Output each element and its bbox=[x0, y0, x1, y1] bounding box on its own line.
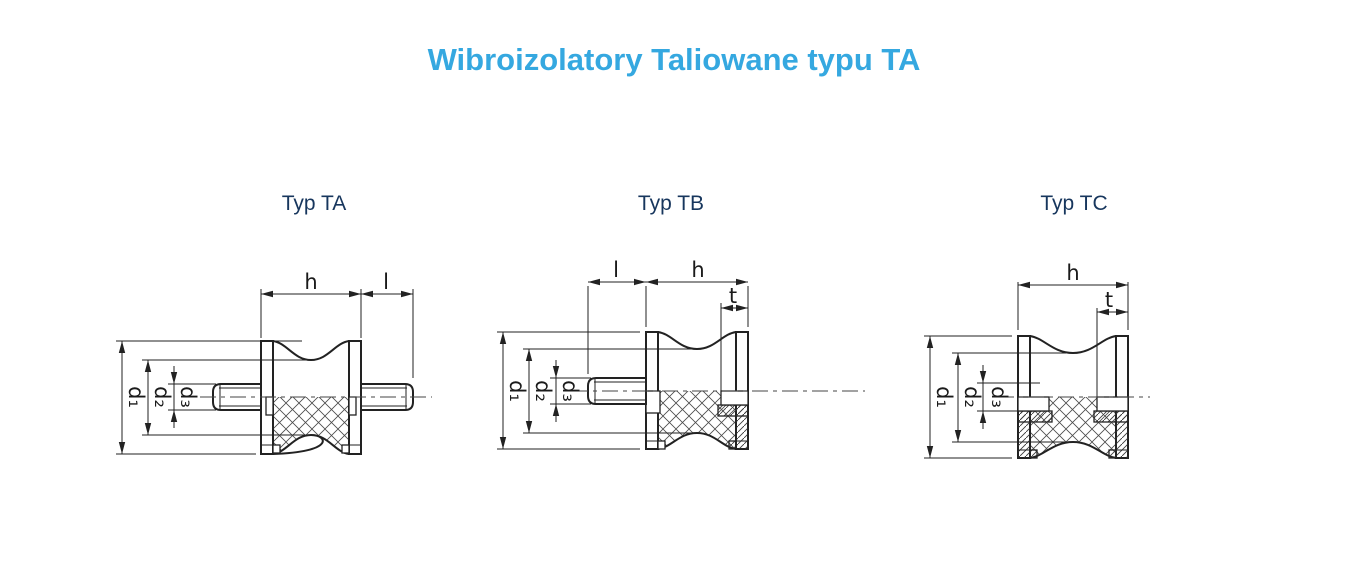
dim-arrow bbox=[349, 290, 361, 298]
isolator-body-tc bbox=[1017, 308, 1129, 459]
dim-arrow bbox=[954, 430, 962, 442]
right-threaded-hole bbox=[720, 390, 749, 406]
isolator-body-tb bbox=[587, 303, 749, 450]
dim-arrow bbox=[552, 404, 560, 416]
rubber-bottom-profile bbox=[1029, 440, 1117, 459]
dim-label-d2-ta: d₂ bbox=[150, 386, 174, 408]
dim-label-d3-tb: d₃ bbox=[558, 380, 582, 402]
dim-arrow bbox=[1116, 308, 1128, 316]
dim-arrow bbox=[736, 304, 748, 312]
dim-arrow bbox=[979, 411, 987, 423]
dim-arrow bbox=[979, 371, 987, 383]
dim-arrow bbox=[525, 349, 533, 361]
left-boss-section bbox=[1017, 410, 1053, 423]
dim-arrow bbox=[261, 290, 273, 298]
dim-arrow bbox=[118, 442, 126, 454]
left-rim-step bbox=[1029, 449, 1038, 459]
left-threaded-hole bbox=[1017, 396, 1050, 412]
rubber-top-profile bbox=[1029, 335, 1117, 355]
dim-label-d3-tc: d₃ bbox=[987, 386, 1011, 408]
left-rim-step bbox=[657, 440, 666, 450]
dim-arrow bbox=[361, 290, 373, 298]
left-stud-thread-lines bbox=[219, 385, 261, 409]
left-plate-hole-section bbox=[265, 396, 274, 416]
dim-label-d1-tb: d₁ bbox=[505, 380, 529, 402]
right-stud-thread-lines bbox=[361, 385, 407, 409]
dim-arrow bbox=[588, 278, 600, 286]
dim-label-d2-tc: d₂ bbox=[960, 386, 984, 408]
dim-label-d1-tc: d₁ bbox=[932, 386, 956, 408]
dim-label-d3-ta: d₃ bbox=[176, 386, 200, 408]
dim-label-l-ta: l bbox=[383, 270, 389, 294]
rubber-top-profile bbox=[657, 331, 737, 351]
rubber-top-profile bbox=[272, 340, 350, 362]
dim-label-h-tb: h bbox=[691, 258, 704, 282]
diagram-label-typ-tb: Typ TB bbox=[637, 192, 705, 215]
right-boss-section bbox=[1093, 410, 1129, 423]
right-boss-section bbox=[717, 404, 749, 417]
dim-label-t-tc: t bbox=[1105, 288, 1113, 312]
dim-arrow bbox=[499, 437, 507, 449]
dim-arrow bbox=[954, 353, 962, 365]
dim-arrow bbox=[525, 421, 533, 433]
dim-arrow bbox=[170, 372, 178, 384]
right-rim-step bbox=[728, 440, 737, 450]
diagram-label-typ-ta: Typ TA bbox=[281, 192, 347, 215]
diagram-label-typ-tc: Typ TC bbox=[1040, 192, 1108, 215]
rubber-bottom-profile bbox=[272, 433, 350, 455]
dim-arrow bbox=[144, 360, 152, 372]
dim-label-l-tb: l bbox=[613, 258, 619, 282]
right-rim-step bbox=[1108, 449, 1117, 459]
rubber-bottom-profile bbox=[657, 431, 737, 450]
dim-arrow bbox=[552, 366, 560, 378]
dim-arrow bbox=[401, 290, 413, 298]
dim-arrow bbox=[736, 278, 748, 286]
dim-arrow bbox=[646, 278, 658, 286]
dim-arrow bbox=[721, 304, 733, 312]
right-threaded-hole bbox=[1096, 396, 1129, 412]
rubber-section-hatch bbox=[658, 391, 736, 449]
dim-arrow bbox=[1018, 281, 1030, 289]
dim-arrow bbox=[170, 410, 178, 422]
dim-label-h-ta: h bbox=[304, 270, 317, 294]
left-rim-step bbox=[272, 444, 281, 454]
dim-arrow bbox=[634, 278, 646, 286]
dim-arrow bbox=[144, 423, 152, 435]
dim-label-t-tb: t bbox=[729, 284, 737, 308]
dim-label-d1-ta: d₁ bbox=[124, 386, 148, 408]
rubber-section-hatch bbox=[273, 397, 349, 454]
dim-label-d2-tb: d₂ bbox=[531, 380, 555, 402]
right-rim-step bbox=[341, 444, 350, 454]
dim-arrow bbox=[118, 341, 126, 353]
dim-arrow bbox=[499, 332, 507, 344]
page-title: Wibroizolatory Taliowane typu TA bbox=[427, 42, 921, 77]
dim-arrow bbox=[926, 446, 934, 458]
dim-arrow bbox=[926, 336, 934, 348]
left-plate-hole-section bbox=[645, 390, 661, 414]
dim-label-h-tc: h bbox=[1066, 261, 1079, 285]
right-plate-hole-section bbox=[348, 396, 357, 416]
dim-arrow bbox=[1116, 281, 1128, 289]
dim-arrow bbox=[1097, 308, 1109, 316]
